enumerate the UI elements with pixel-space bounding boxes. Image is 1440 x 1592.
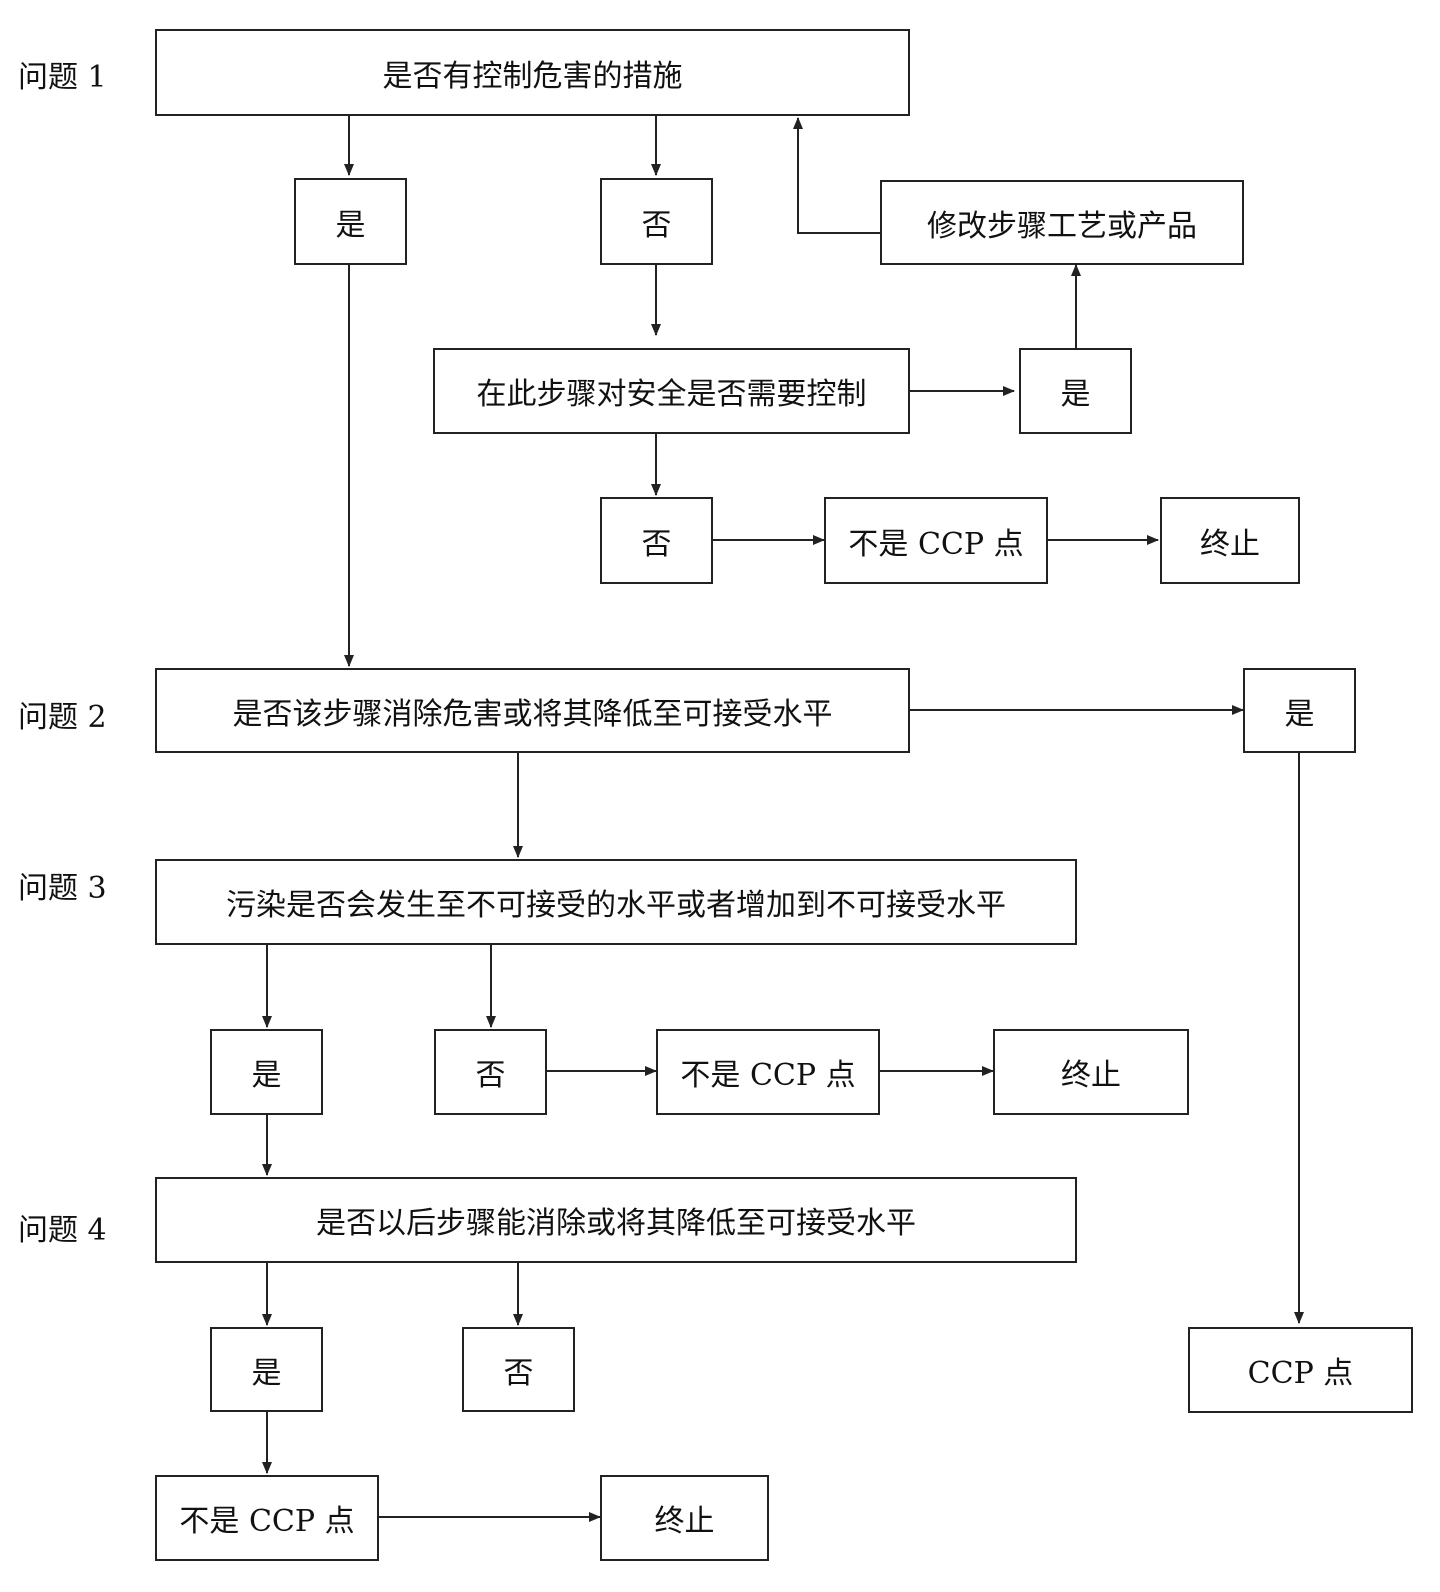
not-ccp-box-2: 不是 CCP 点 [656, 1029, 880, 1115]
q4-no-box: 否 [462, 1327, 575, 1412]
q4-box: 是否以后步骤能消除或将其降低至可接受水平 [155, 1177, 1077, 1263]
q1-no-box: 否 [600, 178, 713, 265]
q1-yes-box: 是 [294, 178, 407, 265]
q4-yes-box: 是 [210, 1327, 323, 1412]
need-control-yes-box: 是 [1019, 348, 1132, 434]
question-2-label: 问题 2 [18, 700, 107, 735]
not-ccp-box-1: 不是 CCP 点 [824, 497, 1048, 584]
modify-step-box: 修改步骤工艺或产品 [880, 180, 1244, 265]
ccp-box: CCP 点 [1188, 1327, 1413, 1413]
q2-box: 是否该步骤消除危害或将其降低至可接受水平 [155, 668, 910, 753]
stop-box-3: 终止 [600, 1475, 769, 1561]
not-ccp-box-3: 不是 CCP 点 [155, 1475, 379, 1561]
q1-box: 是否有控制危害的措施 [155, 29, 910, 116]
question-3-label: 问题 3 [18, 871, 107, 906]
need-control-box: 在此步骤对安全是否需要控制 [433, 348, 910, 434]
q2-yes-box: 是 [1243, 668, 1356, 753]
arrow-modify-to-q1 [793, 117, 880, 234]
question-4-label: 问题 4 [18, 1213, 107, 1248]
q3-no-box: 否 [434, 1029, 547, 1115]
q3-box: 污染是否会发生至不可接受的水平或者增加到不可接受水平 [155, 859, 1077, 945]
stop-box-1: 终止 [1160, 497, 1300, 584]
stop-box-2: 终止 [993, 1029, 1189, 1115]
need-control-no-box: 否 [600, 497, 713, 584]
q3-yes-box: 是 [210, 1029, 323, 1115]
question-1-label: 问题 1 [18, 60, 107, 95]
